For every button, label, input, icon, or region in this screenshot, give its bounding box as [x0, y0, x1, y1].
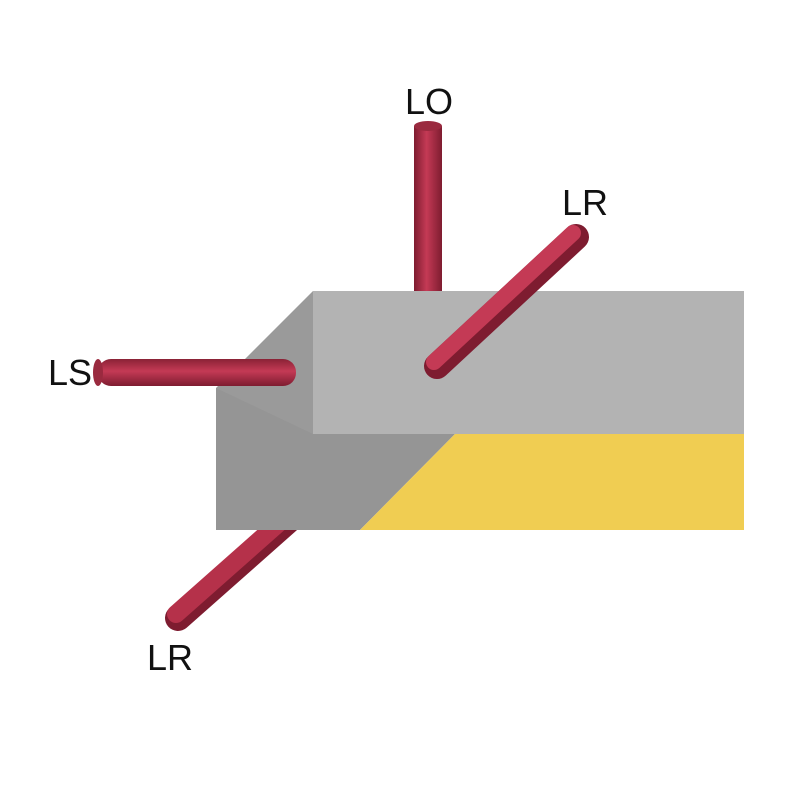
block-front-face	[313, 291, 744, 434]
label-left-rod: LS	[48, 352, 93, 393]
rod-top	[414, 121, 442, 306]
block	[216, 291, 744, 530]
rod-left	[93, 359, 296, 386]
yellow-face	[360, 434, 744, 530]
block-lower-face	[216, 388, 455, 530]
label-upper-right-rod: LR	[562, 182, 609, 223]
label-lower-left-rod: LR	[147, 637, 194, 678]
label-top-rod: LO	[405, 81, 454, 122]
rod-upper-right	[424, 224, 589, 379]
